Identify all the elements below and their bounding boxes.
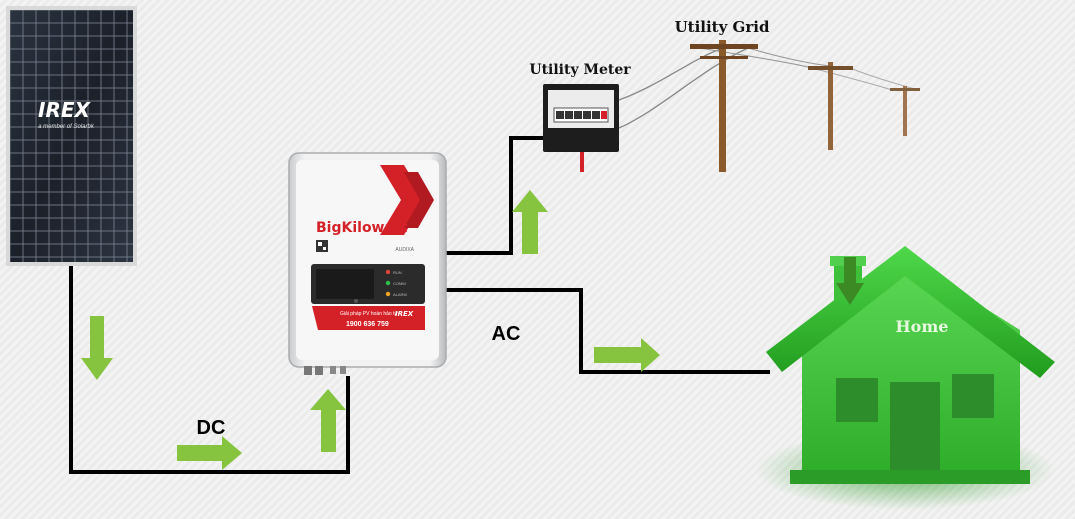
inverter: BigKilowatt AUDIXA RUN COMM ALARM Giải p…: [288, 152, 447, 375]
utility-grid-label: Utility Grid: [675, 18, 770, 36]
arrow-down-icon: [836, 257, 864, 305]
inverter-banner-text: Giải pháp PV hoàn hảo từ: [340, 311, 398, 317]
utility-meter: [543, 84, 619, 172]
ac-wire-to-meter: [446, 136, 545, 255]
home-label: Home: [896, 317, 949, 336]
inverter-banner-brand: IREX: [395, 310, 414, 318]
arrow-right-icon: [177, 436, 242, 470]
indicator-label-run: RUN: [393, 270, 402, 275]
home-house: [755, 246, 1055, 510]
indicator-label-alarm: ALARM: [393, 292, 407, 297]
inverter-hotline: 1900 636 759: [346, 321, 389, 328]
panel-brand-logo: IREX: [38, 98, 92, 122]
panel-tagline: a member of Solarbk: [38, 124, 95, 130]
arrow-right-icon: [594, 338, 660, 372]
inverter-model: AUDIXA: [395, 247, 414, 253]
dc-label: DC: [197, 417, 226, 439]
arrow-down-icon: [81, 316, 113, 380]
arrow-up-icon: [310, 389, 346, 452]
inverter-brand-logo: BigKilowatt: [316, 220, 408, 236]
ac-label: AC: [492, 323, 521, 345]
solar-panel: IREX a member of Solarbk: [6, 6, 137, 266]
dc-wire: [69, 266, 350, 474]
utility-grid-poles: [618, 40, 920, 172]
utility-meter-label: Utility Meter: [529, 62, 631, 78]
arrow-up-icon: [512, 190, 548, 254]
ac-wire-to-home: [446, 288, 770, 374]
indicator-label-comm: COMM: [393, 281, 406, 286]
